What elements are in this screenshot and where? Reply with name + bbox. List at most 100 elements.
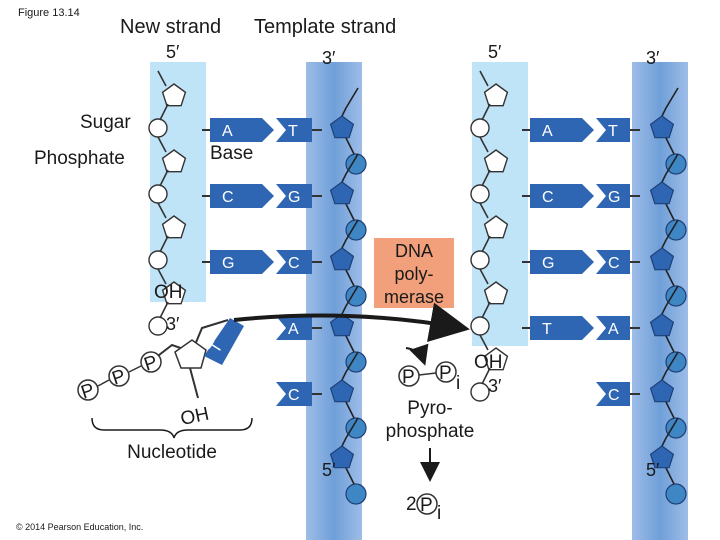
right-template-bond — [665, 137, 675, 155]
left-new-phosphate — [148, 250, 168, 270]
incoming-nucleotide: T OH P P P — [77, 318, 244, 430]
right-template-5-end: 5′ — [646, 460, 660, 480]
right-new-3-end: 3′ — [488, 376, 502, 396]
left-new-base-2 — [210, 250, 274, 274]
right-new-5-end: 5′ — [488, 42, 502, 62]
right-new-phosphate — [470, 316, 490, 336]
incoming-oh-label: OH — [179, 404, 211, 430]
left-new-base-1 — [210, 184, 274, 208]
right-new-sugar — [483, 281, 509, 305]
right-template-3-end: 3′ — [646, 48, 660, 68]
left-new-base-letter: A — [222, 123, 233, 140]
right-template-base-2 — [596, 250, 630, 274]
left-new-base-letter: C — [222, 189, 234, 206]
pyro-phosphate-1 — [398, 365, 420, 387]
polymerase-label-3: merase — [384, 287, 444, 307]
right-new-base-3 — [530, 316, 594, 340]
left-template-bond — [345, 137, 355, 155]
left-template-sugar — [329, 379, 355, 403]
left-new-bond — [157, 268, 169, 319]
polymerase-label-1: DNA — [395, 241, 433, 261]
copyright: © 2014 Pearson Education, Inc. — [16, 522, 143, 532]
phosphate-2 — [108, 365, 130, 387]
right-template-base-1 — [596, 184, 630, 208]
left-template-sugar — [329, 445, 355, 469]
left-template-phosphate — [345, 483, 367, 505]
right-template-bond — [665, 335, 675, 353]
right-new-phosphate — [470, 118, 490, 138]
left-template-bond — [345, 203, 355, 221]
left-template-phosphate — [345, 153, 367, 175]
left-template-bond — [345, 335, 355, 353]
right-template-phosphate — [665, 285, 687, 307]
left-template-bond — [345, 401, 355, 419]
right-template-bond — [665, 467, 675, 485]
right-template-base-letter: G — [608, 189, 620, 206]
right-new-phosphate — [470, 250, 490, 270]
right-new-bond — [479, 334, 491, 385]
left-template-base-letter: G — [288, 189, 300, 206]
left-template-bond — [345, 467, 355, 485]
pi-circle — [416, 493, 438, 515]
pyro-phosphate-2 — [435, 361, 457, 383]
right-new-bond — [479, 136, 491, 187]
left-oh-label: OH — [154, 282, 183, 303]
left-new-base-0 — [210, 118, 274, 142]
template-strand-label: Template strand — [254, 16, 396, 38]
right-template-sugar — [649, 181, 675, 205]
left-new-3-end: 3′ — [166, 314, 180, 334]
right-template-bond — [665, 203, 675, 221]
left-new-sugar — [161, 281, 187, 305]
left-new-phosphate — [148, 316, 168, 336]
right-template-backbone — [649, 87, 687, 505]
right-new-bond — [479, 202, 491, 253]
right-new-base-0 — [530, 118, 594, 142]
left-template-3-end: 3′ — [322, 48, 336, 68]
right-template-phosphate — [665, 351, 687, 373]
left-new-sugar — [161, 149, 187, 173]
left-new-phosphate — [148, 118, 168, 138]
right-new-base-letter: T — [542, 321, 552, 338]
left-template-sugar — [329, 313, 355, 337]
left-new-bond — [157, 202, 169, 253]
left-template-sugar — [329, 181, 355, 205]
left-template-base-1 — [276, 184, 312, 208]
right-template-phosphate — [665, 219, 687, 241]
incoming-sugar — [174, 339, 207, 369]
left-template-backbone — [329, 87, 367, 505]
left-template-phosphate — [345, 417, 367, 439]
right-template-sugar — [649, 379, 675, 403]
right-new-sugar — [483, 347, 509, 371]
left-template-base-letter: C — [288, 387, 300, 404]
right-template-phosphate — [665, 153, 687, 175]
left-template-sugar — [329, 115, 355, 139]
pyro-phosphate-2-letter: P — [439, 363, 452, 384]
right-template-bond — [665, 269, 675, 287]
left-template-phosphate — [345, 285, 367, 307]
phosphate-1 — [140, 351, 162, 373]
left-template-phosphate — [345, 351, 367, 373]
sugar-label: Sugar — [80, 112, 131, 133]
right-template-base-0 — [596, 118, 630, 142]
left-new-bond — [157, 136, 169, 187]
right-new-phosphate — [470, 382, 490, 402]
right-oh-label: OH — [474, 352, 503, 373]
phosphate-3-letter: P — [79, 380, 98, 404]
right-new-bond — [479, 268, 491, 319]
right-template-sugar — [649, 313, 675, 337]
left-template-phosphate — [345, 219, 367, 241]
pyrophosphate: P P i — [398, 361, 460, 394]
left-template-5-end: 5′ — [322, 460, 336, 480]
right-new-base-letter: A — [542, 123, 553, 140]
two-coefficient: 2 — [406, 494, 417, 515]
left-new-sugar — [161, 215, 187, 239]
phosphate-3 — [77, 379, 99, 401]
right-new-base-letter: G — [542, 255, 554, 272]
left-template-base-letter: C — [288, 255, 300, 272]
left-template-base-4 — [276, 382, 312, 406]
phosphate-1-letter: P — [142, 352, 161, 376]
nucleotide-brace — [91, 417, 253, 439]
